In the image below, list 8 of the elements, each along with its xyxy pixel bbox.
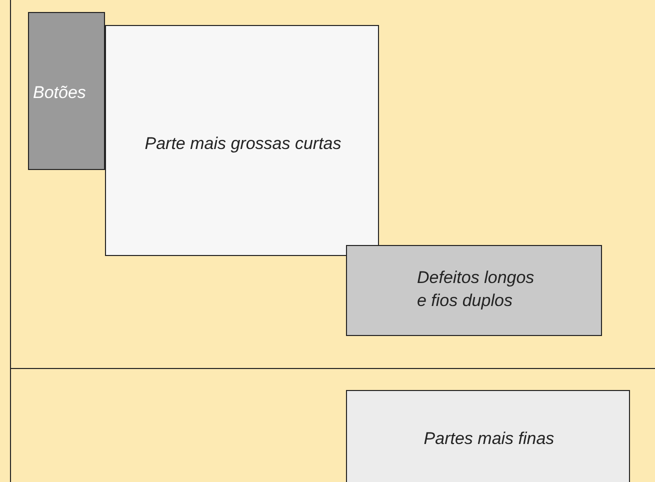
category-label: Parte mais grossas curtas bbox=[144, 133, 342, 155]
category-label: Defeitos longos e fios duplos bbox=[417, 267, 536, 312]
category-box bbox=[346, 390, 630, 482]
category-label: Partes mais finas bbox=[422, 428, 556, 450]
category-box bbox=[346, 245, 602, 336]
category-box bbox=[28, 12, 105, 170]
category-box bbox=[105, 25, 379, 256]
category-label: Botões bbox=[33, 82, 87, 104]
